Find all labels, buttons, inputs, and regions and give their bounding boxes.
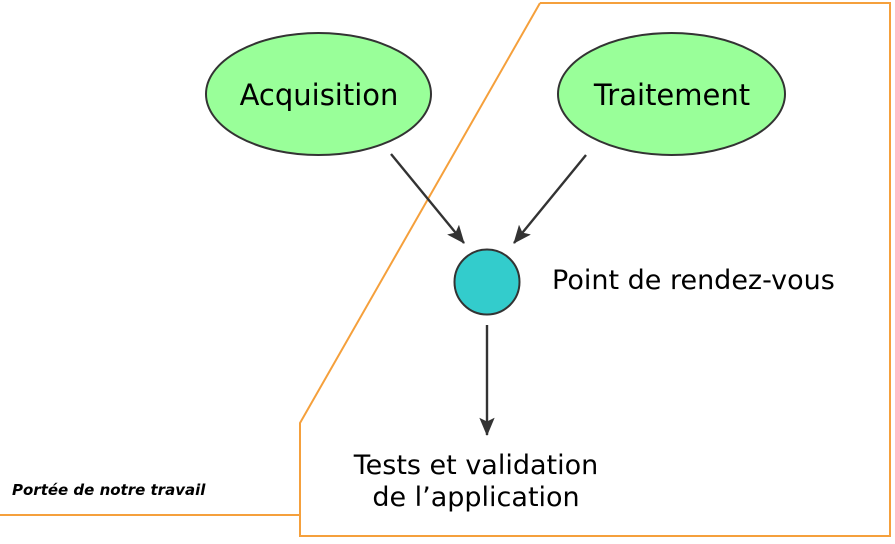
scope-boundary-outline [299, 2, 891, 537]
node-traitement-shape[interactable] [557, 32, 786, 156]
edge-acquisition-to-rendezvous [390, 153, 465, 244]
node-acquisition-shape[interactable] [205, 32, 432, 156]
node-rendezvous-shape[interactable] [453, 248, 521, 316]
edge-traitement-to-rendezvous [513, 154, 587, 244]
